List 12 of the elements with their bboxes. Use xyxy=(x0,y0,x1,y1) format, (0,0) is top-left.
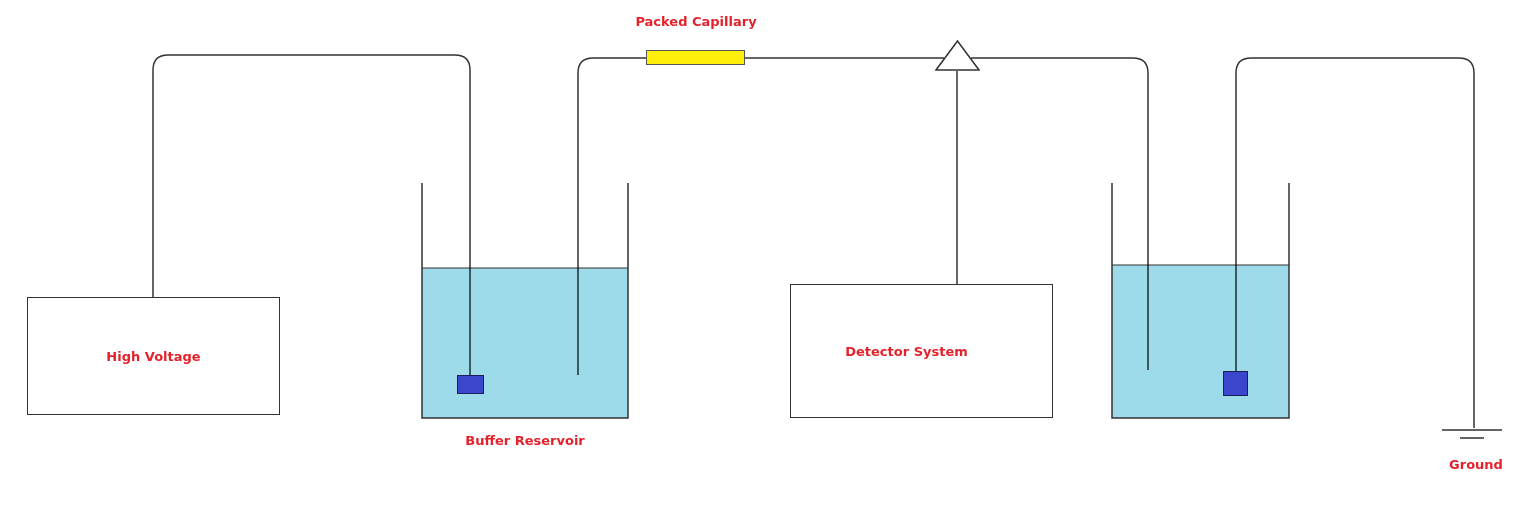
device-box xyxy=(790,284,1053,418)
wire xyxy=(956,70,958,285)
electrode xyxy=(457,375,484,394)
box-label: Detector System xyxy=(845,343,968,359)
detector-triangle xyxy=(935,40,980,71)
device-box xyxy=(27,297,280,415)
ground-label: Ground xyxy=(1449,457,1503,472)
capillary-label: Packed Capillary xyxy=(635,14,757,29)
box-label: High Voltage xyxy=(106,348,201,364)
wire xyxy=(744,57,945,59)
reservoir-label: Buffer Reservoir xyxy=(465,433,585,448)
electrode xyxy=(1223,371,1248,396)
